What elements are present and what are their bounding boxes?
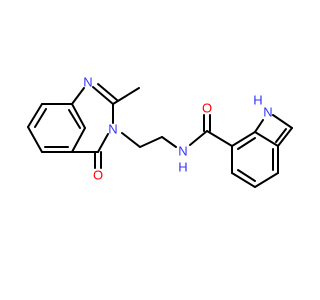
bond (254, 172, 279, 188)
bond (34, 108, 47, 128)
bond (237, 137, 256, 150)
atom-label-n-quinazoline-3: N (108, 122, 117, 137)
bond (71, 103, 86, 129)
atom-label-h-indole: H (253, 93, 262, 108)
bond (237, 169, 256, 182)
structure-canvas: N N O N H O N H (27, 75, 293, 188)
bond (139, 136, 163, 148)
bond (189, 130, 208, 146)
bond (68, 109, 81, 129)
bond (27, 126, 43, 153)
bond (254, 119, 264, 133)
bond (71, 87, 85, 105)
atom-label-n-amide: N (178, 144, 187, 159)
atom-label-layer: N N O N H O N H (83, 75, 272, 183)
bond (275, 128, 287, 143)
atom-label-n-indole: N (263, 105, 272, 120)
atom-label-h-amide: H (178, 160, 187, 175)
bond (121, 132, 141, 148)
bond (97, 133, 109, 153)
bond (231, 172, 256, 188)
bond (206, 130, 233, 147)
atom-label-o-amide: O (202, 101, 212, 116)
bond (254, 131, 279, 147)
molecule-diagram: N N O N H O N H (27, 75, 293, 188)
atom-label-o-keto: O (93, 168, 103, 183)
bond (161, 136, 177, 148)
bond (71, 127, 86, 153)
bond (97, 83, 118, 101)
bond (272, 114, 293, 129)
atom-label-n-quinazoline-1: N (83, 75, 92, 90)
bond (231, 131, 256, 147)
bond (27, 103, 43, 128)
bond (277, 127, 293, 147)
bond-layer (27, 83, 293, 188)
bond (112, 87, 140, 105)
bond (92, 86, 114, 105)
